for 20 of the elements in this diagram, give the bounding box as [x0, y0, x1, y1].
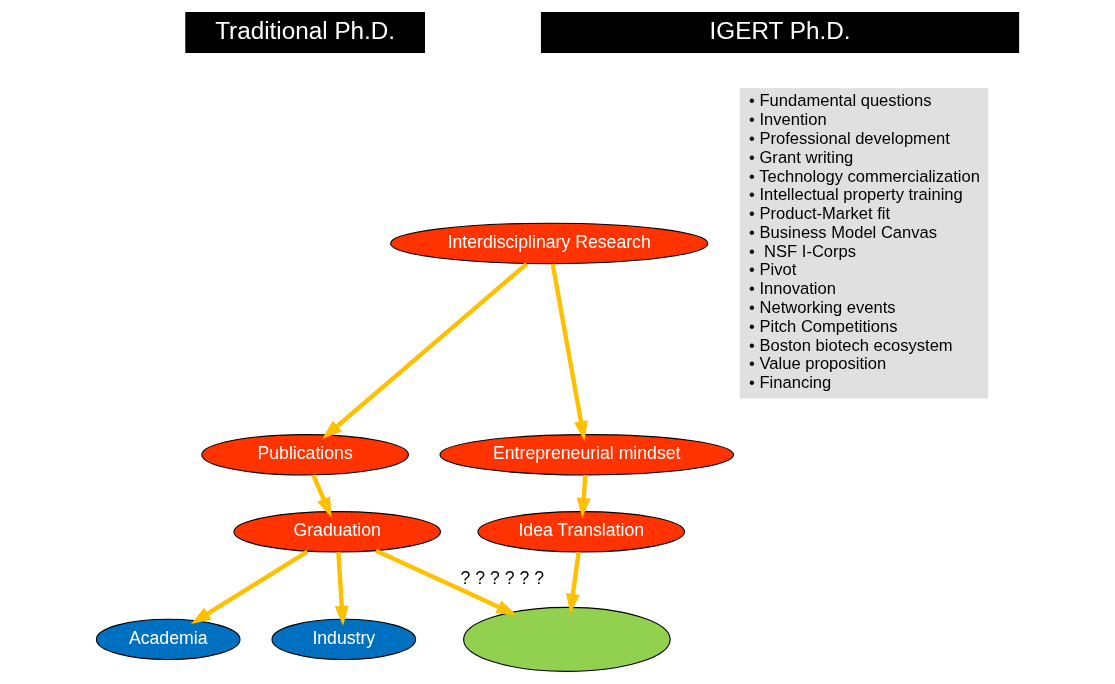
arrow [576, 475, 591, 518]
arrow [334, 552, 349, 626]
node-ellipse: Interdisciplinary Research [390, 222, 709, 265]
node-ellipse: Publications [201, 434, 409, 476]
node-box: IGERT Ph.D. [540, 12, 1020, 53]
node-ellipse: Academia [95, 618, 241, 661]
node-ellipse [463, 606, 671, 672]
node-box: • Fundamental questions • Invention • Professional development • Grant writing • Technology commercialization • Intellectual property training • Product-Market fit • Business Model Canvas • NSF I-Corps • Pivot • Innovation • Networking events • Pitch Competitions • Boston biotech ecosystem • Value proposition • Financing [739, 88, 989, 399]
arrow [566, 551, 581, 614]
node-box: Traditional Ph.D. [185, 12, 425, 53]
arrow [190, 549, 309, 625]
node-ellipse: Idea Translation [477, 511, 686, 553]
arrow [550, 263, 588, 441]
arrow [375, 548, 517, 616]
arrow [311, 474, 332, 518]
node-ellipse: Industry [271, 618, 417, 661]
edge-label: ? ? ? ? ? ? [460, 567, 545, 588]
arrow [322, 262, 529, 440]
node-ellipse: Graduation [233, 511, 441, 553]
node-ellipse: Entrepreneurial mindset [439, 434, 735, 476]
